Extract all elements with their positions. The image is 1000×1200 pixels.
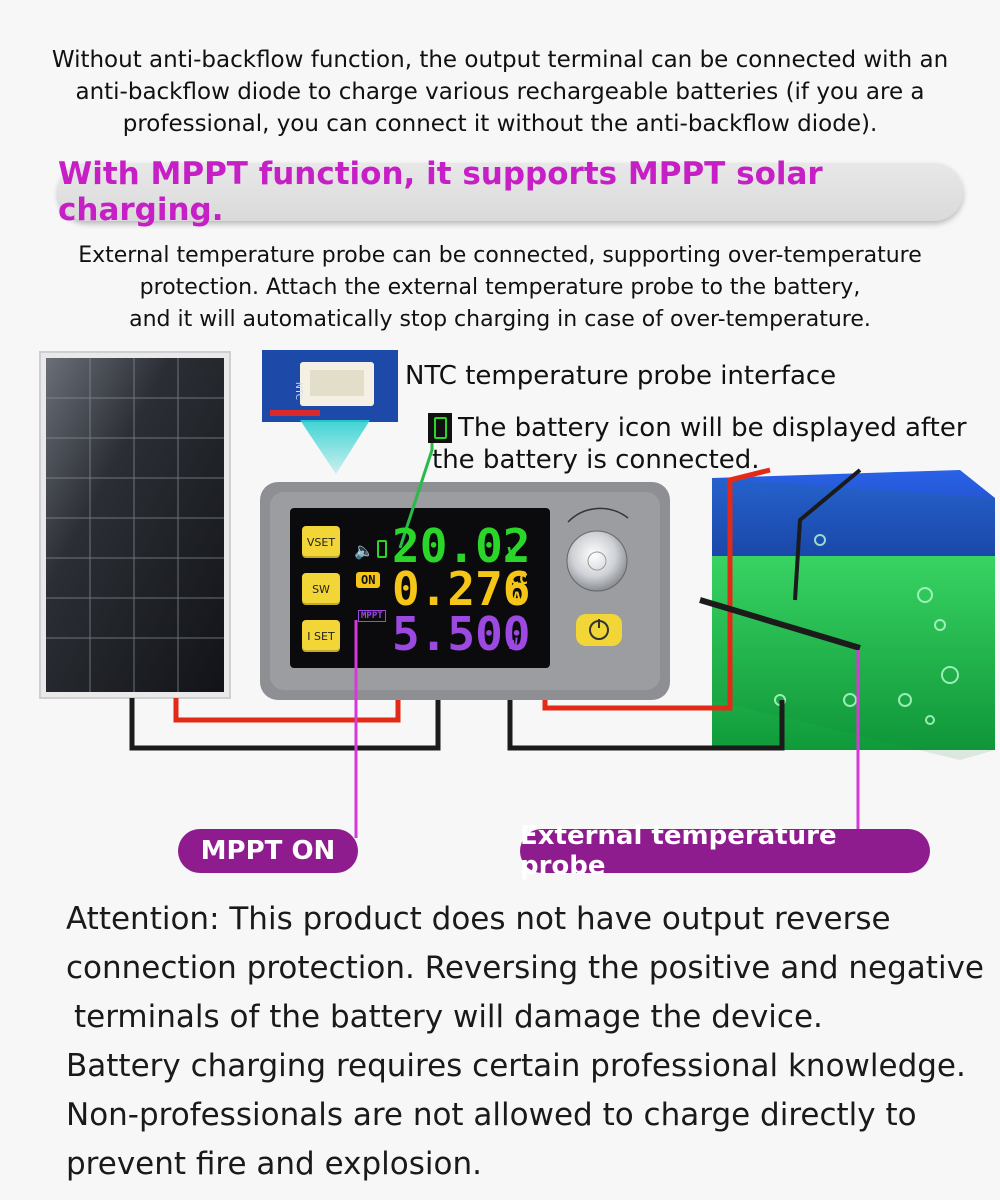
attention-line-5: Non-professionals are not allowed to cha… <box>66 1097 917 1133</box>
cc-indicator: CC <box>510 570 529 588</box>
intro-paragraph: Without anti-backflow function, the outp… <box>0 44 1000 140</box>
attention-notice: Attention: This product does not have ou… <box>66 895 996 1189</box>
attention-line-4: Battery charging requires certain profes… <box>66 1048 966 1084</box>
current-readout: 0.276 <box>392 562 531 616</box>
on-badge: ON <box>356 572 381 588</box>
mppt-on-label-text: MPPT ON <box>200 836 336 866</box>
attention-line-1: Attention: This product does not have ou… <box>66 901 891 937</box>
attention-line-6: prevent fire and explosion. <box>66 1146 482 1182</box>
current-unit: A <box>512 588 522 607</box>
mppt-banner: With MPPT function, it supports MPPT sol… <box>58 156 963 228</box>
power-button[interactable] <box>576 614 622 646</box>
on-badge-text: ON <box>361 573 376 587</box>
ntc-inset-label: NTC <box>293 382 303 400</box>
attention-line-3: terminals of the battery will damage the… <box>74 999 823 1035</box>
product-illustration: NTC <box>39 350 995 838</box>
speaker-icon: 🔈 <box>354 541 374 560</box>
vset-button[interactable]: VSET <box>302 526 340 558</box>
temperature-probe-label-text: External temperature probe <box>520 821 837 881</box>
power-readout: 5.500 <box>392 607 531 661</box>
mppt-badge-text: MPPT <box>361 611 383 621</box>
voltage-unit: V <box>507 544 518 565</box>
ntc-annotation: NTC temperature probe interface <box>405 361 837 391</box>
mppt-banner-text: With MPPT function, it supports MPPT sol… <box>58 156 823 228</box>
sw-button-label: SW <box>312 582 330 596</box>
intro-line-2: anti-backflow diode to charge various re… <box>75 79 925 105</box>
iset-button-label: I SET <box>307 629 335 643</box>
voltage-readout: 20.02 <box>392 519 531 573</box>
converter-device <box>260 482 670 700</box>
temperature-line-2: protection. Attach the external temperat… <box>139 275 861 300</box>
vset-button-label: VSET <box>306 535 336 549</box>
temperature-paragraph: External temperature probe can be connec… <box>0 240 1000 336</box>
ntc-connector-inset <box>262 350 398 474</box>
intro-line-1: Without anti-backflow function, the outp… <box>51 47 949 73</box>
mppt-on-label: MPPT ON <box>178 829 358 873</box>
attention-line-2: connection protection. Reversing the pos… <box>66 950 984 986</box>
battery-annotation-line-2: the battery is connected. <box>432 445 760 475</box>
iset-button[interactable]: I SET <box>302 620 340 652</box>
intro-line-3: professional, you can connect it without… <box>122 111 878 137</box>
battery-icon <box>377 540 387 558</box>
temperature-probe-label: External temperature probe <box>520 821 930 881</box>
temperature-line-1: External temperature probe can be connec… <box>78 243 922 268</box>
mppt-badge: MPPT <box>358 610 386 622</box>
battery-annotation-line-1: The battery icon will be displayed after <box>458 413 967 443</box>
temperature-line-3: and it will automatically stop charging … <box>129 307 871 332</box>
solar-panel <box>39 351 231 699</box>
sw-button[interactable]: SW <box>302 573 340 605</box>
battery-annotation-icon <box>428 413 452 443</box>
adjust-knob[interactable] <box>566 507 629 592</box>
wires <box>129 467 862 751</box>
power-unit: W <box>508 634 518 653</box>
